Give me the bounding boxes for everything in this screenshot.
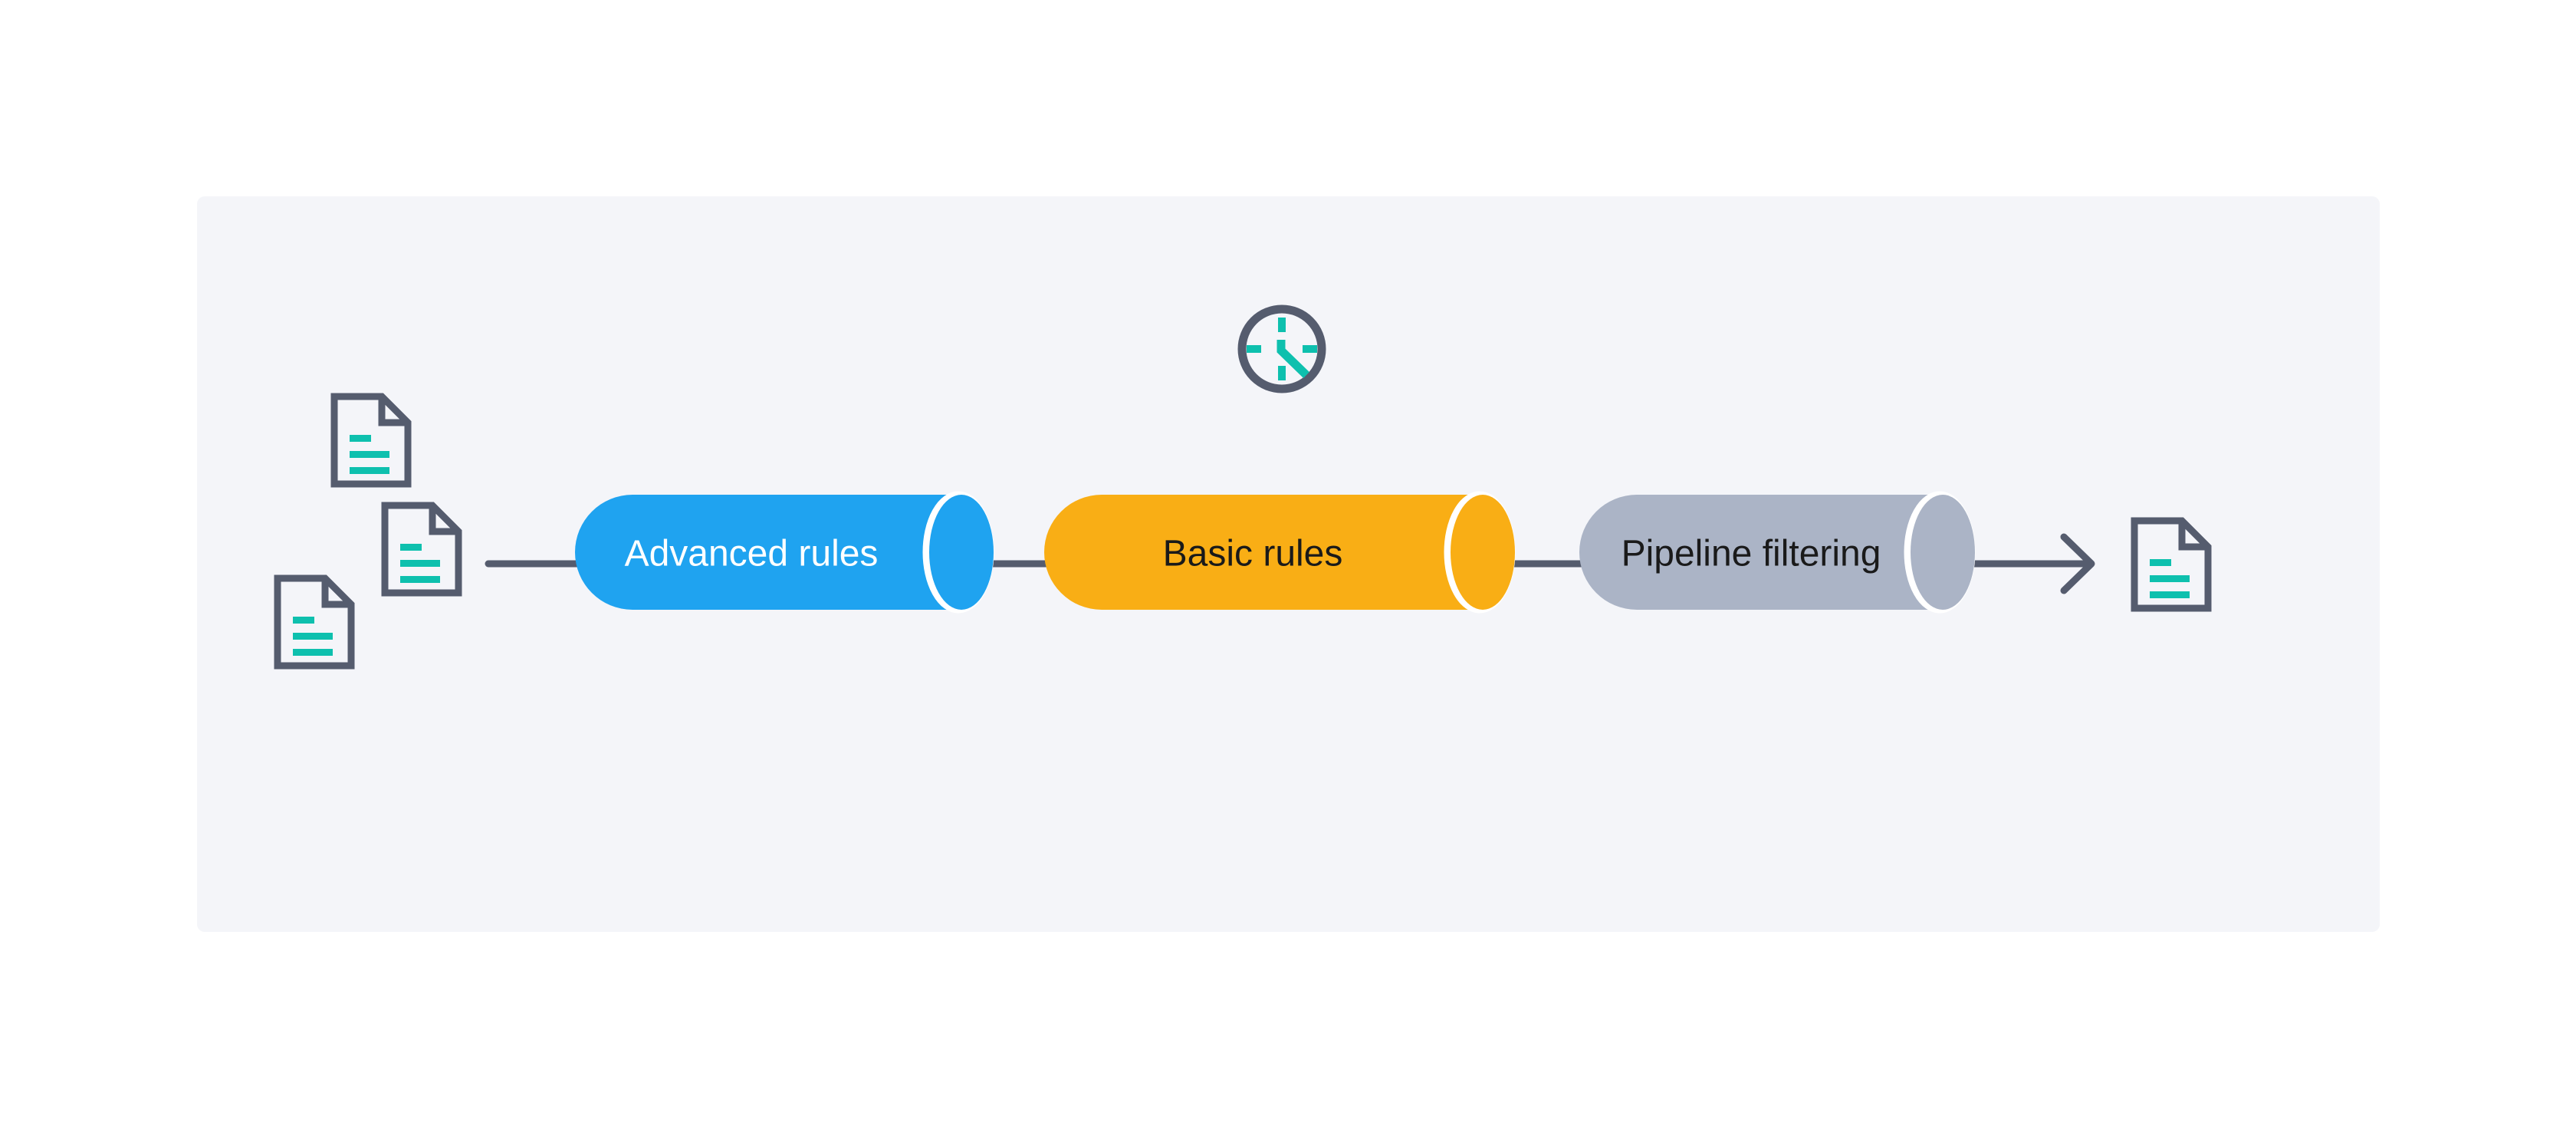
basic-rules-body xyxy=(1044,495,1480,610)
clock-icon xyxy=(1237,304,1326,393)
input-doc-bottom xyxy=(278,578,351,666)
basic-rules-label: Basic rules xyxy=(1163,534,1343,574)
stage-basic-rules[interactable]: Basic rules xyxy=(1044,491,1516,614)
input-doc-middle xyxy=(385,505,458,593)
input-doc-top xyxy=(334,397,408,484)
clock-tick-3 xyxy=(1303,345,1317,353)
stage-pipeline-filtering[interactable]: Pipeline filtering xyxy=(1579,491,1976,614)
advanced-rules-rim-arc xyxy=(922,491,959,614)
output-document xyxy=(2134,521,2208,608)
pipeline-filtering-label: Pipeline filtering xyxy=(1622,534,1881,574)
pipeline-filtering-rim-arc xyxy=(1904,491,1940,614)
advanced-rules-body xyxy=(575,495,958,610)
basic-rules-cap xyxy=(1451,495,1515,610)
advanced-rules-cap xyxy=(929,495,994,610)
clock-tick-12 xyxy=(1278,318,1286,332)
clock-tick-9 xyxy=(1247,345,1261,353)
clock-hands xyxy=(1276,340,1309,378)
pipeline-filtering-cap xyxy=(1911,495,1975,610)
advanced-rules-label: Advanced rules xyxy=(625,534,879,574)
pipeline-filtering-body xyxy=(1579,495,1940,610)
stage-advanced-rules[interactable]: Advanced rules xyxy=(575,491,994,614)
clock-tick-6 xyxy=(1278,366,1286,380)
basic-rules-rim-arc xyxy=(1444,491,1480,614)
input-documents xyxy=(278,397,458,666)
arrow-head-icon xyxy=(2060,533,2095,594)
